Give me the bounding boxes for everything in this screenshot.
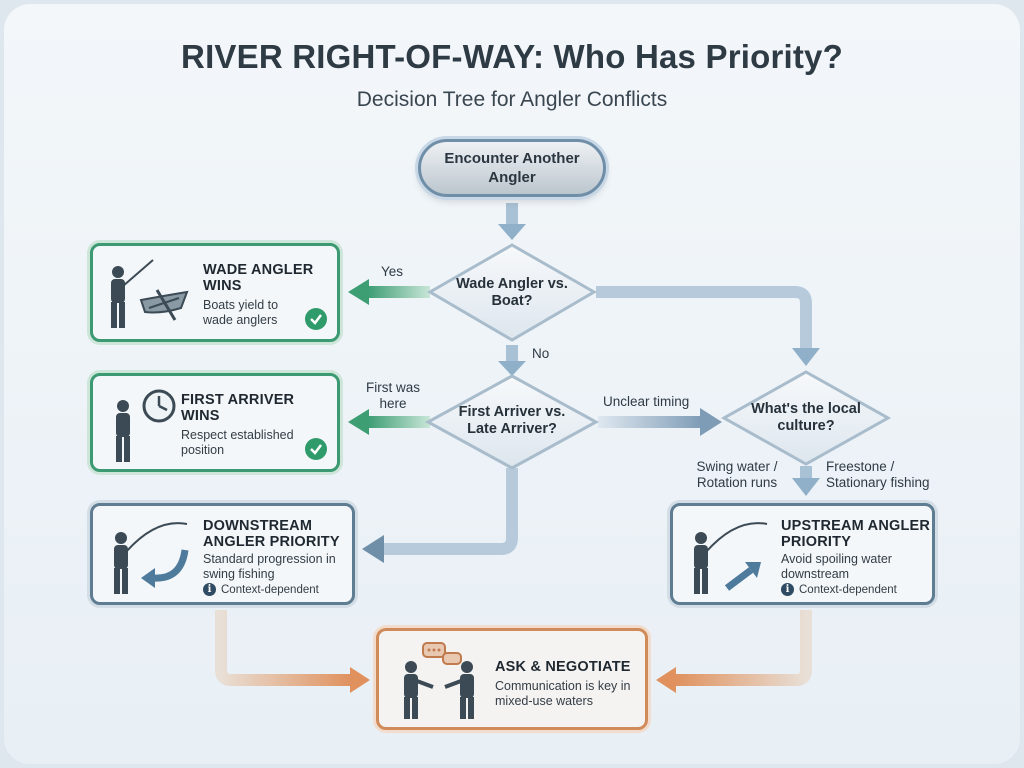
angler-up-arrow-icon bbox=[694, 522, 768, 594]
arrow-upstream-to-negotiate bbox=[656, 610, 812, 693]
outcome-first-wins-desc: Respect established position bbox=[181, 428, 294, 457]
outcome-first-wins-title: FIRST ARRIVER WINS bbox=[181, 392, 295, 424]
arrow-first-to-first-wins bbox=[348, 409, 430, 435]
info-icon: i bbox=[203, 583, 216, 596]
outcome-wade-wins-title: WADE ANGLER WINS bbox=[203, 262, 314, 294]
outcome-upstream: UPSTREAM ANGLER PRIORITY Avoid spoiling … bbox=[670, 503, 935, 605]
two-anglers-talking-icon bbox=[404, 642, 474, 719]
outcome-wade-wins-desc: Boats yield to wade anglers bbox=[203, 298, 279, 327]
arrow-culture-to-upstream bbox=[792, 466, 820, 496]
edge-label-no: No bbox=[532, 346, 550, 361]
arrow-first-to-downstream bbox=[362, 468, 518, 563]
page-title: RIVER RIGHT-OF-WAY: Who Has Priority? bbox=[181, 38, 843, 75]
page-subtitle: Decision Tree for Angler Conflicts bbox=[356, 88, 668, 111]
arrow-start-to-wade bbox=[498, 203, 526, 240]
decision-culture-text: What's the local culture? bbox=[751, 401, 861, 434]
edge-label-swing-water: Swing water / Rotation runs bbox=[696, 459, 778, 490]
edge-label-freestone: Freestone / Stationary fishing bbox=[826, 459, 930, 490]
check-icon bbox=[305, 308, 327, 330]
decision-wade-text: Wade Angler vs. Boat? bbox=[456, 276, 568, 309]
arrow-wade-to-culture bbox=[596, 286, 820, 366]
outcome-downstream-note: i Context-dependent bbox=[203, 583, 319, 596]
arrow-yes-to-wade-wins bbox=[348, 279, 430, 305]
arrow-unclear-to-culture bbox=[598, 408, 722, 436]
angler-curved-arrow-icon bbox=[114, 522, 189, 594]
outcome-downstream-desc: Standard progression in swing fishing bbox=[203, 552, 336, 581]
angler-clock-icon bbox=[116, 389, 176, 462]
decision-diamond-culture bbox=[720, 370, 892, 466]
decision-diamond-first bbox=[424, 374, 600, 470]
outcome-first-wins: FIRST ARRIVER WINS Respect established p… bbox=[90, 373, 340, 472]
outcome-negotiate: ASK & NEGOTIATE Communication is key in … bbox=[376, 628, 648, 730]
info-icon: i bbox=[781, 583, 794, 596]
outcome-downstream-title: DOWNSTREAM ANGLER PRIORITY bbox=[203, 518, 340, 550]
decision-diamond-wade bbox=[427, 243, 597, 342]
arrow-downstream-to-negotiate bbox=[215, 610, 370, 693]
outcome-negotiate-title: ASK & NEGOTIATE bbox=[495, 659, 631, 675]
outcome-wade-wins: WADE ANGLER WINS Boats yield to wade ang… bbox=[90, 243, 340, 342]
decision-first-text: First Arriver vs. Late Arriver? bbox=[458, 404, 566, 437]
arrow-no-to-first bbox=[498, 345, 526, 376]
edge-label-yes: Yes bbox=[381, 264, 404, 279]
outcome-negotiate-desc: Communication is key in mixed-use waters bbox=[495, 679, 631, 708]
edge-label-first-was-here: First was here bbox=[366, 380, 420, 411]
edge-label-unclear-timing: Unclear timing bbox=[603, 394, 690, 409]
angler-boat-icon bbox=[111, 259, 189, 328]
outcome-upstream-title: UPSTREAM ANGLER PRIORITY bbox=[781, 518, 931, 550]
check-icon bbox=[305, 438, 327, 460]
start-node: Encounter Another Angler bbox=[418, 139, 606, 197]
outcome-upstream-note: i Context-dependent bbox=[781, 583, 897, 596]
outcome-upstream-desc: Avoid spoiling water downstream bbox=[781, 552, 892, 581]
outcome-downstream: DOWNSTREAM ANGLER PRIORITY Standard prog… bbox=[90, 503, 355, 605]
